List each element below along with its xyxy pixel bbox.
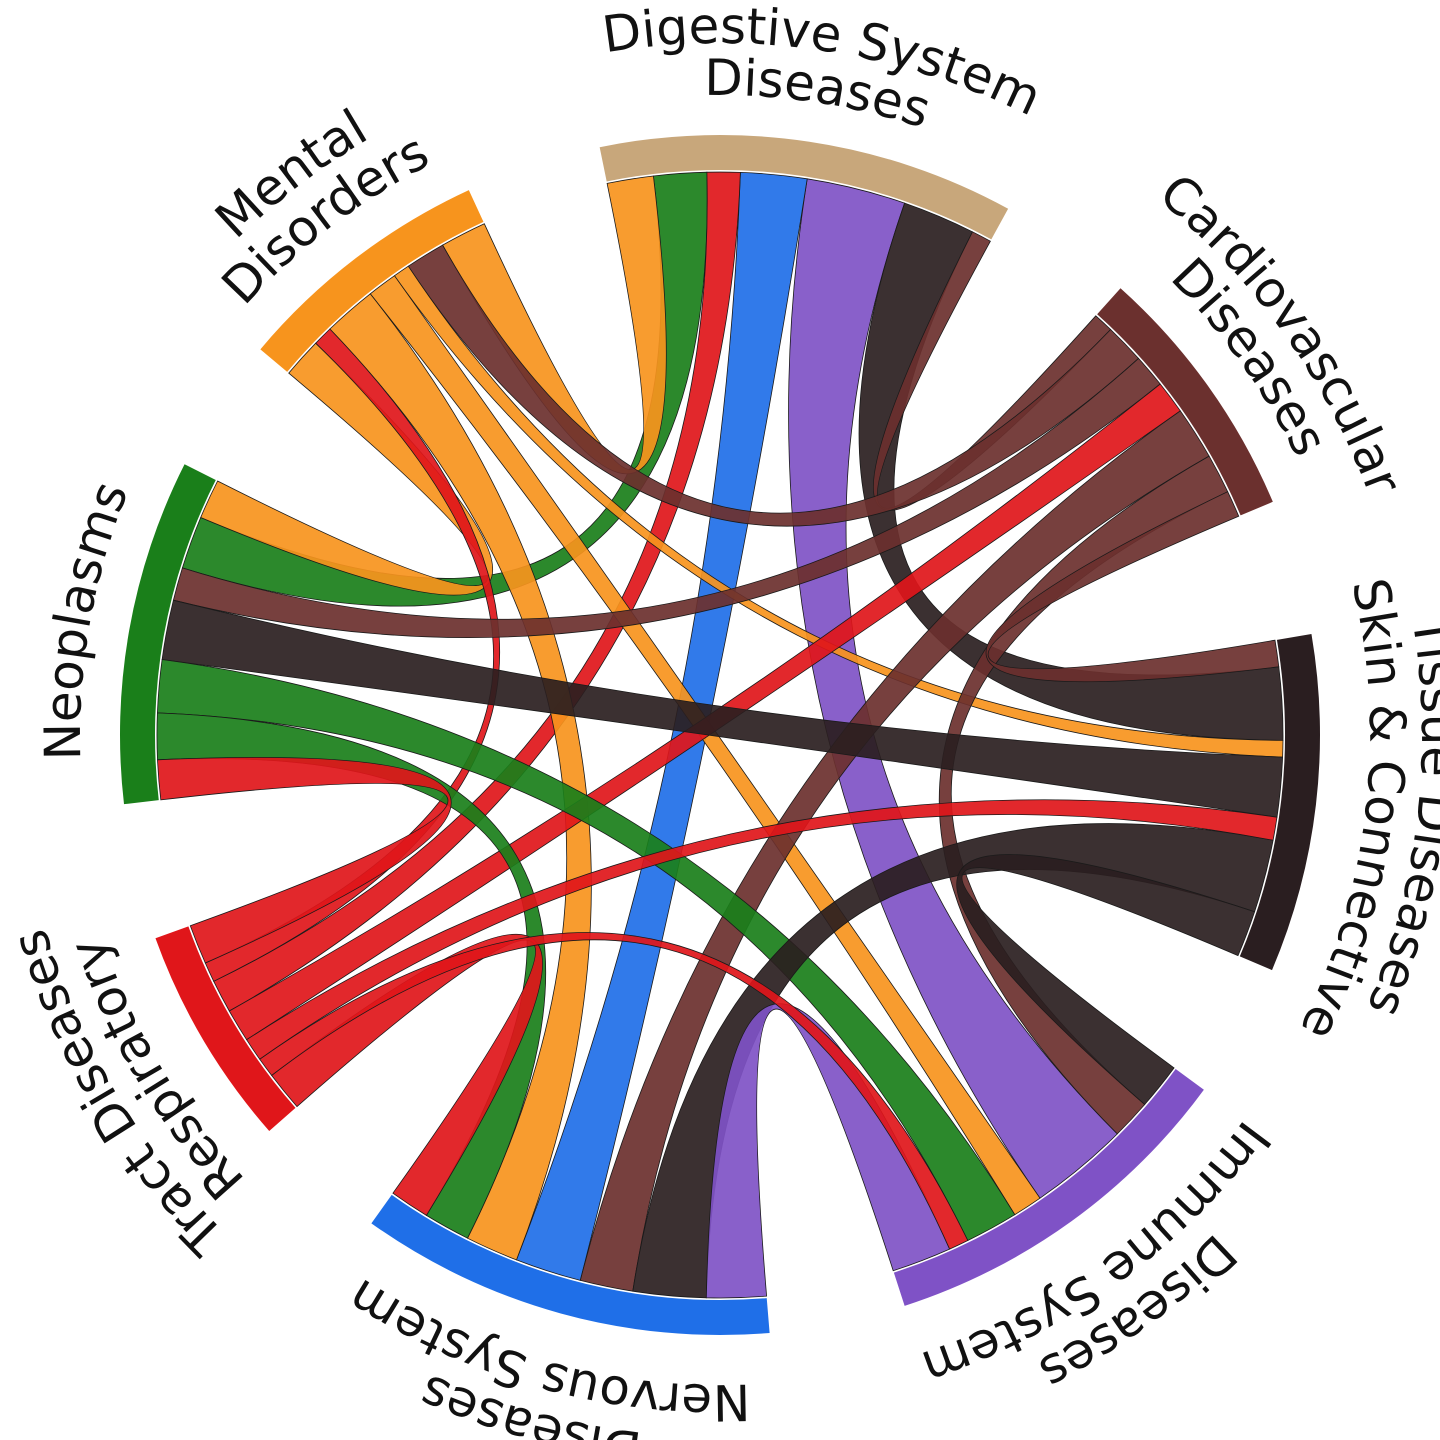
- group-arc-respiratory: [155, 926, 296, 1131]
- ribbon-digestive-cardio: [873, 231, 1112, 511]
- ribbon-mental-cardio: [407, 244, 1140, 527]
- group-arc-immune: [893, 1069, 1204, 1306]
- group-arc-neoplasms: [120, 464, 216, 805]
- group-arcs-layer: [120, 134, 1321, 1335]
- ribbon-skin-respiratory: [246, 799, 1278, 1060]
- ribbon-neoplasms-immune: [156, 659, 1016, 1242]
- group-arc-nervous: [371, 1194, 770, 1335]
- ribbon-immune-skin: [956, 854, 1256, 1106]
- ribbon-nervous-respiratory: [271, 933, 543, 1216]
- ribbon-neoplasms-nervous: [156, 712, 546, 1239]
- ribbon-neoplasms-respiratory: [157, 756, 452, 964]
- ribbon-immune-respiratory: [259, 932, 969, 1250]
- ribbon-mental-skin: [393, 265, 1284, 758]
- ribbons-layer: [156, 171, 1284, 1299]
- ribbon-mental-nervous: [329, 293, 592, 1261]
- group-arc-mental: [260, 190, 484, 372]
- ribbon-neoplasms-skin: [161, 599, 1284, 818]
- group-arc-cardio: [1097, 288, 1273, 516]
- group-arc-skin: [1239, 633, 1321, 971]
- ribbon-mental-immune: [369, 275, 1041, 1216]
- ribbon-cardio-skin: [985, 491, 1280, 683]
- group-arc-digestive: [599, 134, 1009, 240]
